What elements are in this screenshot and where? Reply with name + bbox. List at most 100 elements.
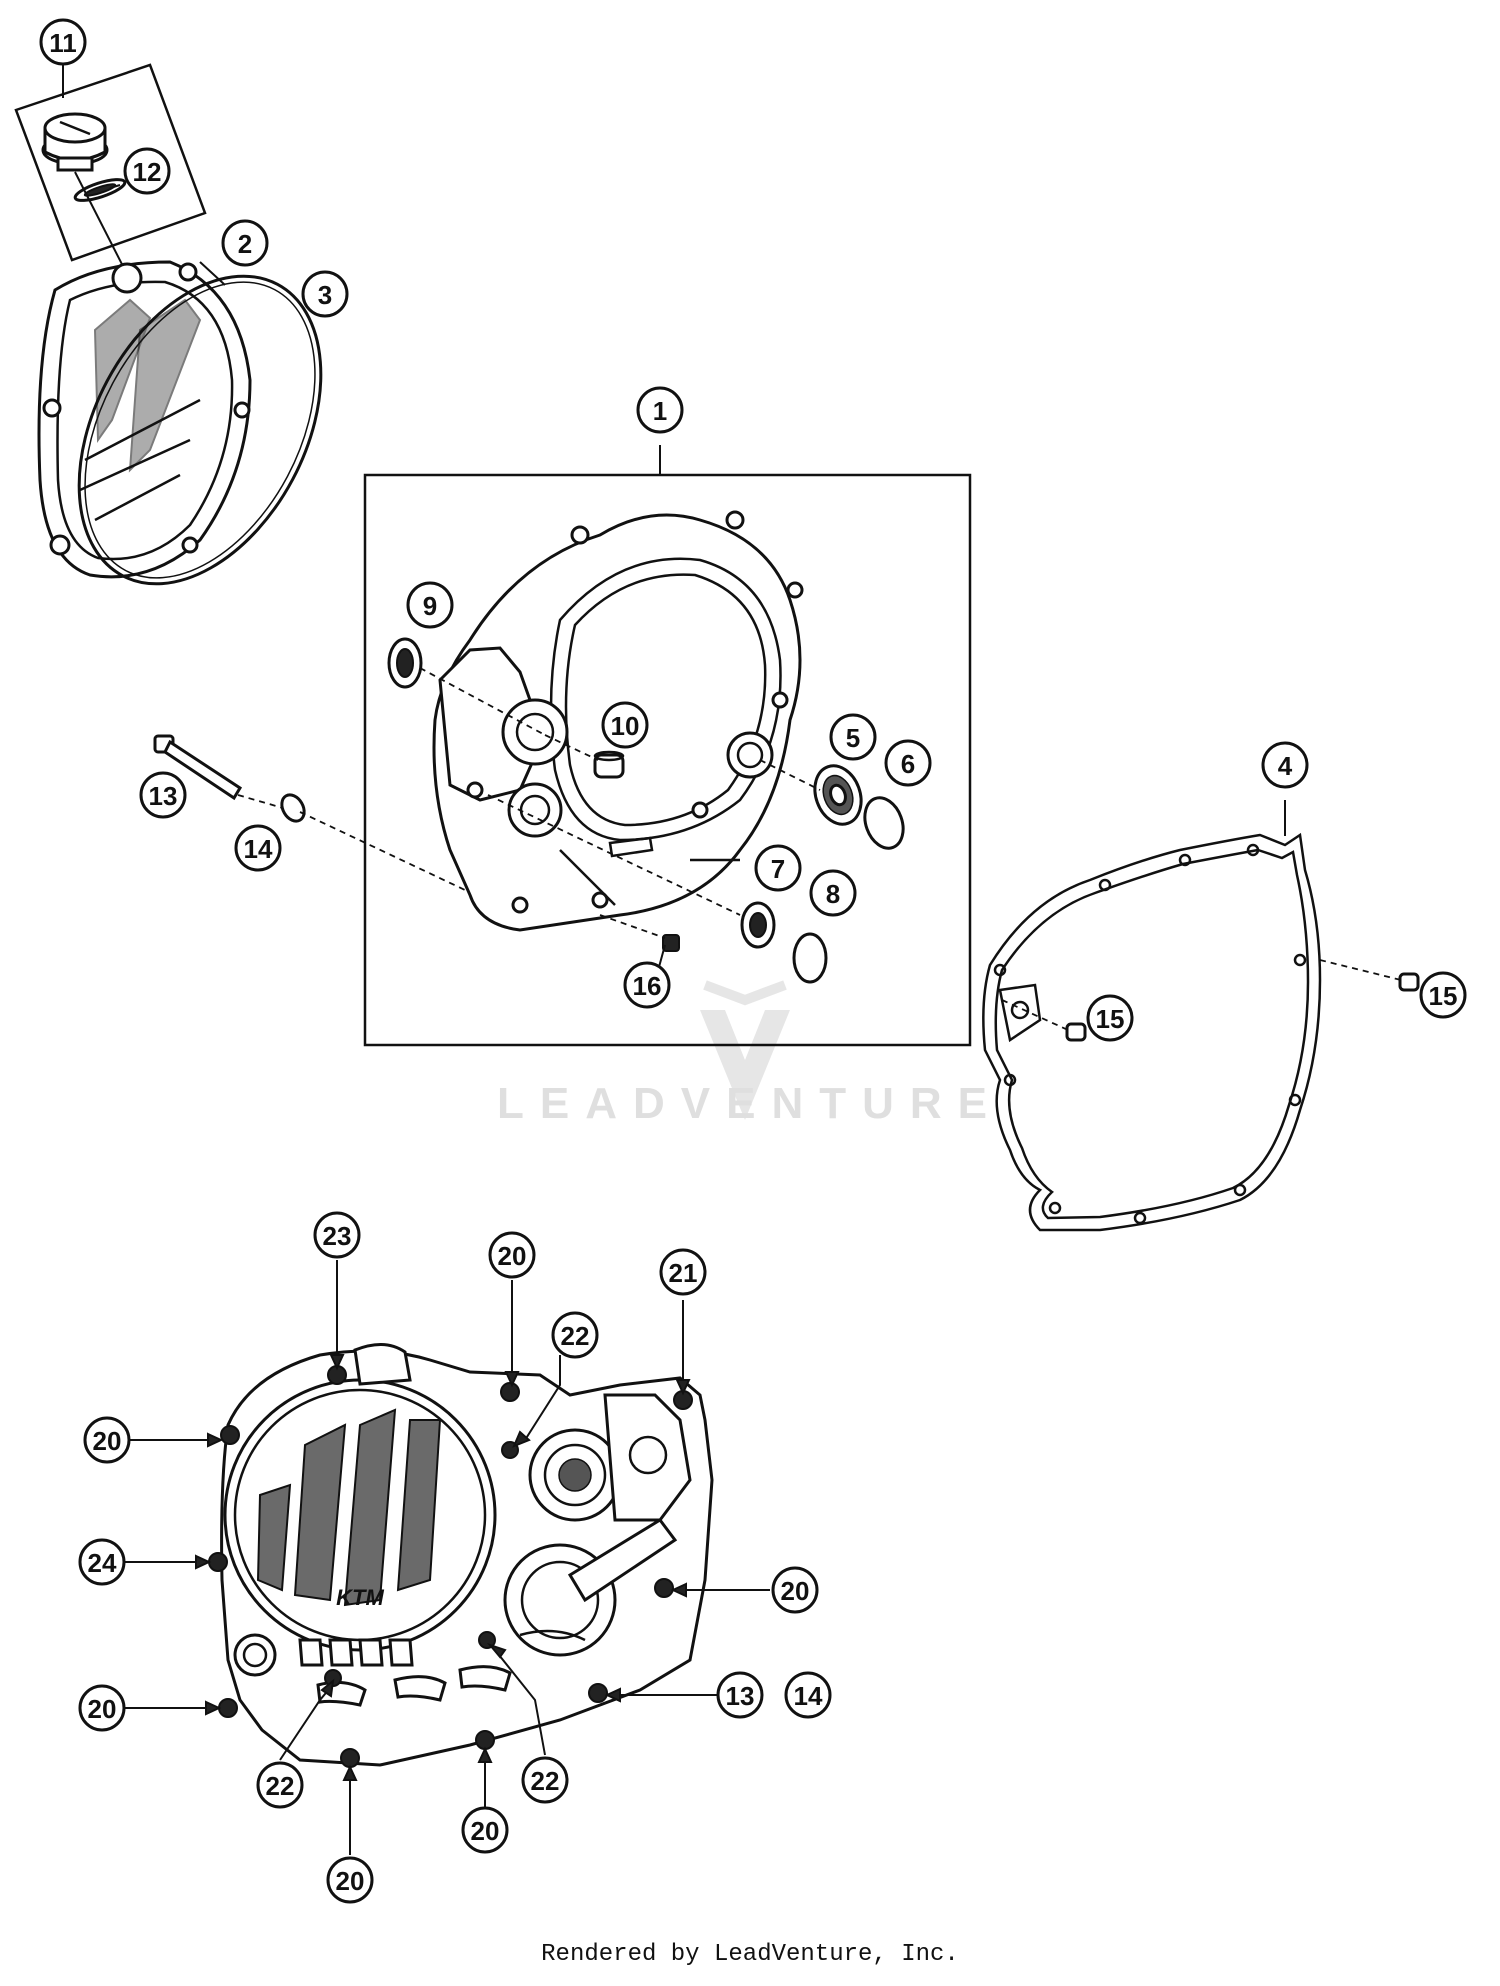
callout-circle (39, 18, 87, 66)
callout-circle (301, 270, 349, 318)
callout-label: 21 (669, 1258, 698, 1288)
callout-circle (78, 1538, 126, 1586)
callout-label: 8 (826, 879, 840, 909)
callout-label: 7 (771, 854, 785, 884)
callout-6: 6 (884, 739, 932, 787)
callout-13: 13 (716, 1671, 764, 1719)
callout-circle (716, 1671, 764, 1719)
watermark-text: LEADVENTURE (497, 1079, 1003, 1128)
watermark: LEADVENTURE (497, 980, 1003, 1128)
callout-21: 21 (659, 1248, 707, 1296)
callout-label: 22 (531, 1766, 560, 1796)
callout-9: 9 (406, 581, 454, 629)
callout-circle (234, 824, 282, 872)
callout-circle (313, 1211, 361, 1259)
ktm-logo-text: KTM (336, 1585, 384, 1610)
callout-label: 3 (318, 280, 332, 310)
callout-circle (601, 701, 649, 749)
callout-label: 20 (93, 1426, 122, 1456)
callout-20: 20 (326, 1856, 374, 1904)
callout-circle (406, 581, 454, 629)
callout-24: 24 (78, 1538, 126, 1586)
callout-label: 10 (611, 711, 640, 741)
inner-cover-assembly-box (363, 473, 972, 1047)
callout-8: 8 (809, 869, 857, 917)
callout-circle (623, 961, 671, 1009)
callout-label: 6 (901, 749, 915, 779)
circlip-6 (863, 796, 905, 850)
callout-10: 10 (601, 701, 649, 749)
callout-circle (139, 771, 187, 819)
callout-20: 20 (771, 1566, 819, 1614)
callout-circle (256, 1761, 304, 1809)
cover-o-ring (77, 274, 323, 586)
dowel-pin-15-right (1398, 972, 1420, 992)
callout-label: 20 (88, 1694, 117, 1724)
callout-22: 22 (551, 1311, 599, 1359)
callout-label: 23 (323, 1221, 352, 1251)
callout-circle (221, 219, 269, 267)
callout-15: 15 (1086, 994, 1134, 1042)
callout-label: 24 (88, 1548, 117, 1578)
callout-7: 7 (754, 844, 802, 892)
callout-label: 12 (133, 157, 162, 187)
callout-label: 15 (1096, 1004, 1125, 1034)
callout-20: 20 (83, 1416, 131, 1464)
callout-circle (1419, 971, 1467, 1019)
callout-label: 20 (781, 1576, 810, 1606)
callout-2: 2 (221, 219, 269, 267)
callout-20: 20 (461, 1806, 509, 1854)
shaft-seal-7 (740, 901, 776, 949)
bearing-5 (813, 764, 863, 826)
callout-circle (83, 1416, 131, 1464)
callout-13: 13 (139, 771, 187, 819)
callout-label: 13 (149, 781, 178, 811)
callout-circle (326, 1856, 374, 1904)
callout-label: 20 (471, 1816, 500, 1846)
callout-14: 14 (784, 1671, 832, 1719)
callout-circle (1261, 741, 1309, 789)
shaft-seal-9 (387, 637, 423, 689)
callout-circle (784, 1671, 832, 1719)
callout-circle (123, 147, 171, 195)
footer-credit: Rendered by LeadVenture, Inc. (541, 1941, 959, 1968)
callout-label: 11 (49, 28, 77, 58)
callout-circle (659, 1248, 707, 1296)
callout-20: 20 (488, 1231, 536, 1279)
callout-label: 1 (653, 396, 667, 426)
callout-label: 16 (633, 971, 662, 1001)
callout-label: 5 (846, 723, 860, 753)
callout-20: 20 (78, 1684, 126, 1732)
callout-label: 20 (498, 1241, 527, 1271)
callout-15: 15 (1419, 971, 1467, 1019)
bushing-10 (593, 750, 625, 779)
callout-circle (521, 1756, 569, 1804)
washer-14 (280, 793, 306, 823)
callout-circle (1086, 994, 1134, 1042)
callout-label: 20 (336, 1866, 365, 1896)
long-bolt-13 (153, 734, 243, 801)
callout-11: 11 (39, 18, 87, 66)
callout-circle (771, 1566, 819, 1614)
callout-circle (809, 869, 857, 917)
callout-circle (461, 1806, 509, 1854)
o-ring-12 (73, 178, 127, 202)
callout-3: 3 (301, 270, 349, 318)
callout-circle (636, 386, 684, 434)
callout-22: 22 (521, 1756, 569, 1804)
callout-12: 12 (123, 147, 171, 195)
assembled-clutch-cover: KTM (208, 1343, 714, 1768)
callout-label: 22 (266, 1771, 295, 1801)
callout-label: 15 (1429, 981, 1458, 1011)
callout-22: 22 (256, 1761, 304, 1809)
callout-14: 14 (234, 824, 282, 872)
callout-label: 14 (244, 834, 273, 864)
callout-label: 22 (561, 1321, 590, 1351)
callout-label: 4 (1278, 751, 1293, 781)
dowel-pin-15-left (1065, 1022, 1087, 1042)
callout-circle (78, 1684, 126, 1732)
callout-1: 1 (636, 386, 684, 434)
callout-circle (488, 1231, 536, 1279)
callout-circle (551, 1311, 599, 1359)
